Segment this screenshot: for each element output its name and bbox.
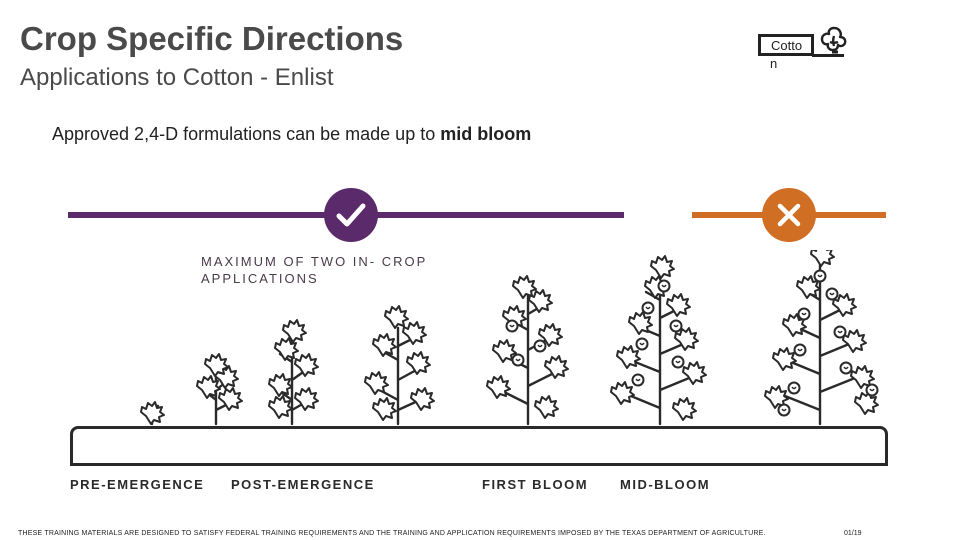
stage-label-post-emergence: POST-EMERGENCE — [231, 477, 375, 492]
footer-disclaimer: THESE TRAINING MATERIALS ARE DESIGNED TO… — [18, 530, 766, 537]
stage-label-mid-bloom: MID-BLOOM — [620, 477, 710, 492]
stage-label-pre-emergence: PRE-EMERGENCE — [70, 477, 204, 492]
stage-label-first-bloom: FIRST BLOOM — [482, 477, 588, 492]
page-subtitle: Applications to Cotton - Enlist — [20, 64, 334, 92]
cotton-growth-illustration — [60, 250, 900, 430]
allowed-marker — [324, 188, 378, 242]
x-icon — [762, 188, 816, 242]
cotton-boll-icon — [816, 22, 852, 58]
check-icon — [324, 188, 378, 242]
approved-statement: Approved 2,4-D formulations can be made … — [52, 124, 531, 145]
approved-emphasis: mid bloom — [440, 124, 531, 144]
ground-baseline — [70, 463, 888, 466]
not-allowed-marker — [762, 188, 816, 242]
ground-strip — [70, 426, 888, 466]
crop-badge: Cotto — [758, 34, 814, 56]
page-title: Crop Specific Directions — [20, 20, 403, 58]
page-number: 01/19 — [844, 530, 862, 537]
approved-text: Approved 2,4-D formulations can be made … — [52, 124, 440, 144]
crop-badge-overflow: n — [770, 56, 777, 71]
